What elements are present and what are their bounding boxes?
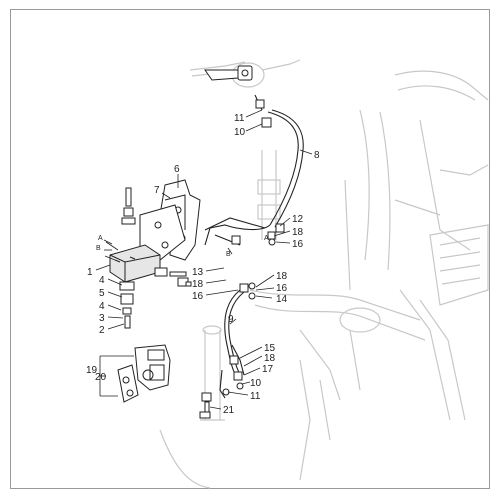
callout-21: 21 — [223, 405, 235, 416]
callout-18-upper: 18 — [292, 227, 304, 238]
abs-unit-assembly — [109, 179, 201, 329]
brake-lever-group — [204, 65, 253, 81]
callout-8: 8 — [314, 150, 320, 161]
callout-19: 19 — [86, 365, 98, 376]
callout-16-upper: 16 — [292, 239, 304, 250]
callout-16-right: 16 — [276, 283, 288, 294]
callout-4-upper: 4 — [99, 275, 105, 286]
callout-4-lower: 4 — [99, 301, 105, 312]
callout-18-right: 18 — [276, 271, 288, 282]
callout-18-middle: 18 — [192, 279, 204, 290]
diagram-border — [10, 9, 490, 489]
ghost-frame — [159, 59, 489, 489]
marker-a-left: A — [98, 235, 103, 242]
callout-10-lower: 10 — [250, 378, 262, 389]
marker-a-right: A — [264, 235, 269, 242]
callout-9: 9 — [228, 314, 234, 325]
caliper-assembly — [117, 344, 212, 419]
callout-5: 5 — [99, 288, 105, 299]
callout-6: 6 — [174, 164, 180, 175]
callout-15: 15 — [264, 343, 276, 354]
marker-b-right: B — [226, 251, 231, 258]
callout-18-lower: 18 — [264, 353, 276, 364]
callout-1: 1 — [87, 267, 93, 278]
connection-markers: A B A B — [96, 235, 269, 258]
callout-17: 17 — [262, 364, 274, 375]
callout-20: 20 — [95, 372, 107, 383]
leader-lines — [95, 109, 313, 410]
callout-10-upper: 10 — [234, 127, 246, 138]
callout-16-middle: 16 — [192, 291, 204, 302]
banjo-fittings — [222, 99, 285, 396]
callout-11-lower: 11 — [250, 391, 261, 402]
callout-14: 14 — [276, 294, 288, 305]
marker-b-left: B — [96, 245, 101, 252]
callout-3: 3 — [99, 313, 105, 324]
callout-12: 12 — [292, 214, 304, 225]
callout-11-upper: 11 — [234, 113, 245, 124]
callout-2: 2 — [99, 325, 105, 336]
callout-7: 7 — [154, 185, 160, 196]
callout-13: 13 — [192, 267, 204, 278]
callout-labels: 11 10 8 6 7 1 4 5 4 3 2 12 18 16 13 18 1… — [86, 113, 320, 416]
